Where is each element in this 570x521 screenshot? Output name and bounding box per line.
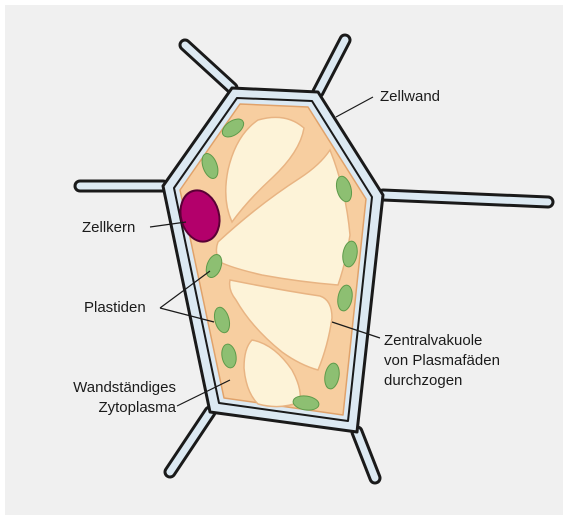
label-zentralvakuole: Zentralvakuole von Plasmafäden durchzoge… xyxy=(384,331,500,391)
label-line: durchzogen xyxy=(384,371,500,391)
label-plastiden: Plastiden xyxy=(84,298,146,318)
label-line: Zytoplasma xyxy=(30,398,176,418)
label-wandstaendiges-zytoplasma: Wandständiges Zytoplasma xyxy=(30,378,176,418)
label-line: von Plasmafäden xyxy=(384,351,500,371)
label-line: Zentralvakuole xyxy=(384,331,500,351)
label-zellwand: Zellwand xyxy=(380,87,440,107)
label-zellkern: Zellkern xyxy=(82,218,135,238)
leader-zellwand xyxy=(336,97,373,117)
label-line: Wandständiges xyxy=(30,378,176,398)
